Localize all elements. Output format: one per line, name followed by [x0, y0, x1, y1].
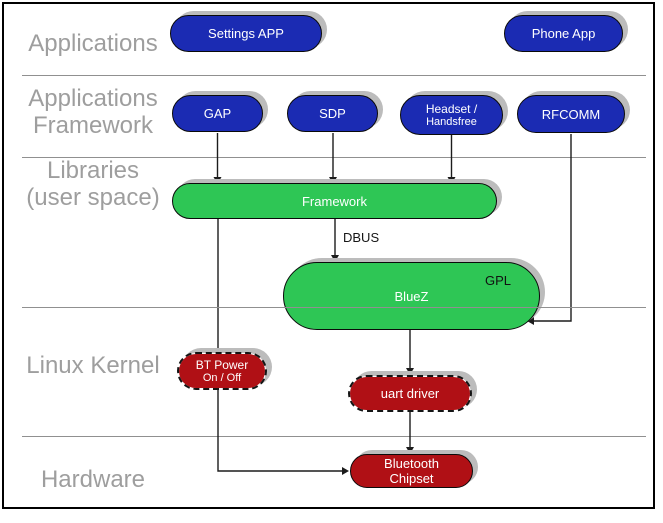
node-bluetooth-chipset-line1: Bluetooth: [384, 456, 439, 471]
edge-framework-to-bluez-dbus: [331, 219, 339, 262]
node-phone-app: Phone App: [504, 15, 623, 52]
node-sdp: SDP: [287, 95, 378, 132]
edge-label-dbus: DBUS: [343, 230, 380, 245]
node-sdp-label: SDP: [319, 106, 346, 121]
node-headset-handsfree-line2: Handsfree: [426, 115, 477, 128]
node-bluez-gpl-annotation: GPL: [484, 273, 511, 288]
node-headset-handsfree-line1: Headset /: [425, 101, 478, 116]
edge-uart-to-chipset: [406, 412, 414, 454]
node-bluez: BlueZ GPL: [283, 262, 540, 330]
node-rfcomm: RFCOMM: [517, 95, 625, 133]
edge-rfcomm-to-bluez: [527, 134, 572, 325]
layer-label-libraries-line2: (user space): [26, 184, 160, 211]
layer-label-applications-framework-line1: Applications: [28, 85, 158, 112]
node-framework: Framework: [172, 183, 497, 219]
node-uart-driver-label: uart driver: [380, 386, 440, 401]
edge-gap-to-framework: [213, 133, 222, 184]
node-headset-handsfree: Headset / Handsfree: [400, 95, 503, 135]
divider-applications-framework: [22, 157, 646, 158]
edge-headset-to-framework: [447, 135, 456, 184]
divider-libraries: [22, 307, 646, 308]
node-bluetooth-chipset-line2: Chipset: [389, 471, 434, 486]
layer-label-hardware: Hardware: [40, 466, 146, 493]
node-bt-power-line1: BT Power: [195, 357, 249, 372]
divider-applications: [22, 75, 646, 76]
layer-label-applications-framework: Applications Framework: [12, 85, 174, 139]
node-gap: GAP: [172, 95, 263, 132]
divider-linux-kernel: [22, 436, 646, 437]
node-bt-power: BT Power On / Off: [177, 352, 267, 390]
node-bt-power-line2: On / Off: [202, 371, 242, 384]
layer-label-applications: Applications: [28, 30, 158, 57]
edge-bluez-to-uart: [406, 330, 414, 375]
layer-label-libraries: Libraries (user space): [12, 157, 174, 211]
node-bluetooth-chipset: Bluetooth Chipset: [350, 454, 473, 488]
node-phone-app-label: Phone App: [531, 26, 596, 41]
node-bluez-label: BlueZ: [394, 288, 429, 304]
node-settings-app-label: Settings APP: [208, 26, 284, 41]
edge-framework-to-chipset: [217, 219, 349, 475]
node-framework-label: Framework: [301, 193, 367, 209]
layer-label-linux-kernel: Linux Kernel: [26, 352, 160, 379]
node-settings-app: Settings APP: [170, 15, 322, 52]
edge-sdp-to-framework: [329, 133, 337, 184]
node-uart-driver: uart driver: [348, 375, 472, 412]
layer-label-applications-framework-line2: Framework: [32, 112, 153, 139]
outer-border: [2, 2, 655, 509]
node-gap-label: GAP: [203, 106, 232, 121]
layer-label-libraries-line1: Libraries: [46, 157, 140, 184]
node-rfcomm-label: RFCOMM: [541, 106, 601, 122]
